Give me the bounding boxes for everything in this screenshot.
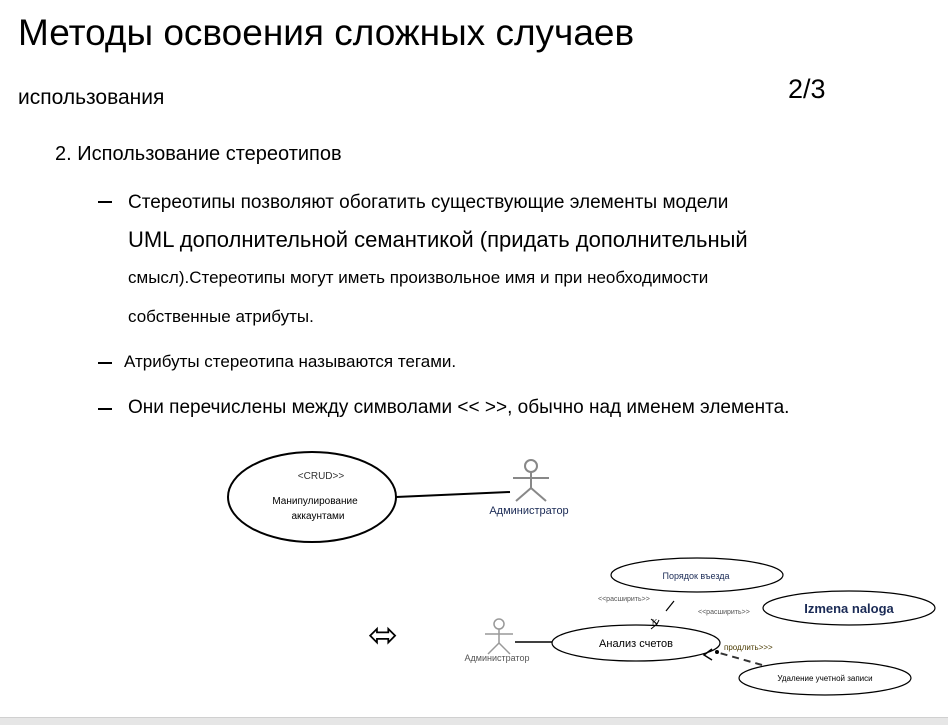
double-arrow-icon: ⬄ xyxy=(368,615,398,656)
usecase-analysis-ellipse xyxy=(551,624,721,662)
bullet-dash xyxy=(98,201,112,203)
association-line xyxy=(395,491,511,498)
connector-dot xyxy=(715,650,719,654)
usecase-delete-ellipse xyxy=(738,660,912,696)
bullet1-line2: UML дополнительной семантикой (придать д… xyxy=(128,227,748,252)
usecase-label-line1: Манипулирование xyxy=(272,496,358,507)
actor-label: Администратор xyxy=(465,653,530,663)
usecase-diagram-1: <CRUD>> Манипулирование аккаунтами Админ… xyxy=(227,451,569,543)
slide-title: Методы освоения сложных случаев xyxy=(18,12,635,53)
usecase-diagram-2: Порядок въезда Izmena naloga Анализ счет… xyxy=(465,557,936,696)
extend-dash xyxy=(656,619,660,625)
bullet-dash xyxy=(98,408,112,410)
bullet1-line3: смысл).Стереотипы могут иметь произвольн… xyxy=(128,268,709,287)
actor-icon xyxy=(513,459,549,502)
arrow-head xyxy=(702,648,713,661)
bullet1-line1: Стереотипы позволяют обогатить существую… xyxy=(128,192,729,213)
usecase-label-line2: аккаунтами xyxy=(292,511,345,522)
page-number: 2/3 xyxy=(788,74,826,104)
actor-icon xyxy=(485,618,513,655)
bullet2-text: Атрибуты стереотипа называются тегами. xyxy=(124,352,457,371)
stereotype-label: <CRUD>> xyxy=(298,471,345,482)
usecase-entry-label: Порядок въезда xyxy=(662,571,729,581)
actor-label: Администратор xyxy=(489,505,568,517)
prolong-label: продлить>>> xyxy=(724,643,773,652)
bullet-dash xyxy=(98,362,112,364)
extend-point-label: K xyxy=(652,618,658,627)
usecase-analysis-label: Анализ счетов xyxy=(599,638,673,650)
extend-label-1: <<расширить>> xyxy=(598,596,650,603)
extend-dash xyxy=(665,600,675,612)
dependency-dashed-line xyxy=(715,651,763,666)
bullet3-text: Они перечислены между символами << >>, о… xyxy=(128,397,790,418)
section-heading: 2. Использование стереотипов xyxy=(55,143,342,165)
usecase-delete-label: Удаление учетной записи xyxy=(777,674,872,683)
usecase-ellipse xyxy=(227,451,397,543)
usecase-tax-ellipse xyxy=(762,590,936,626)
extend-label-2: <<расширить>> xyxy=(698,609,750,616)
bottom-strip xyxy=(0,717,948,725)
arrow-head xyxy=(650,618,658,630)
usecase-tax-label: Izmena naloga xyxy=(804,601,894,616)
bullet1-line4: собственные атрибуты. xyxy=(128,307,314,326)
slide-subtitle: использования xyxy=(18,86,165,109)
usecase-entry-ellipse xyxy=(610,557,784,593)
